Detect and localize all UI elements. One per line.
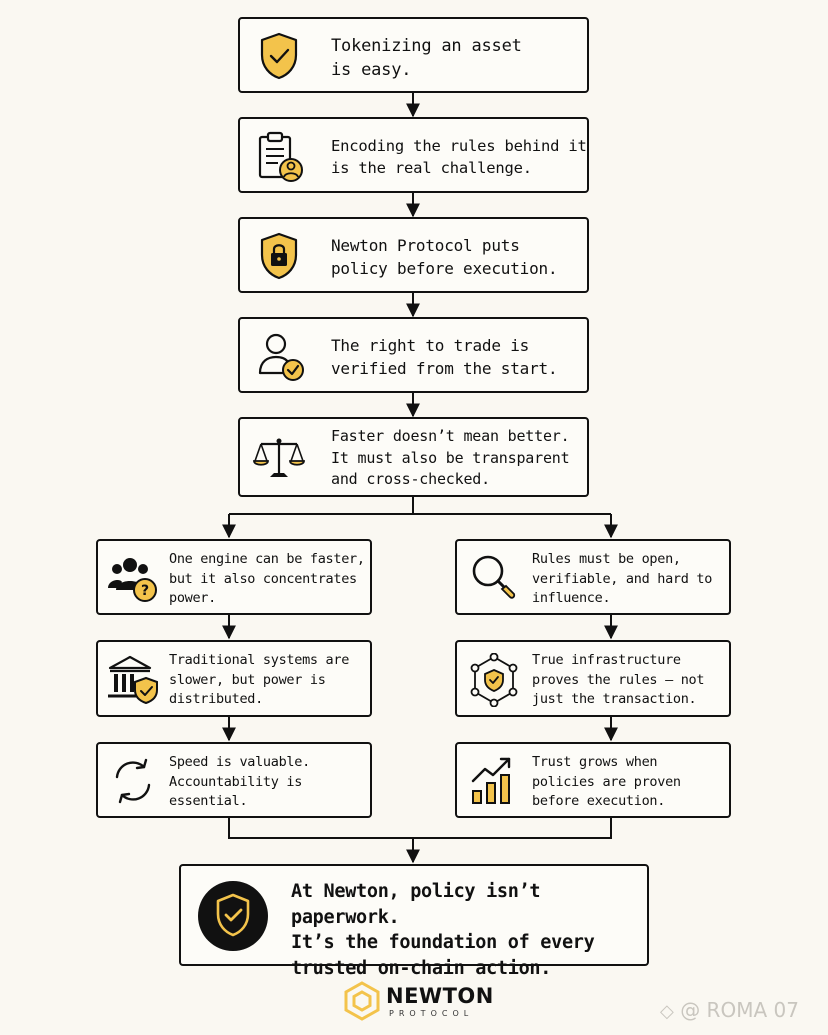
left-box-2: Traditional systems are slower, but powe… (96, 640, 372, 717)
user-check-icon (258, 333, 304, 381)
scales-icon (253, 438, 305, 477)
network-shield-icon (470, 653, 518, 707)
step-text-2: Encoding the rules behind it is the real… (331, 137, 587, 177)
step-text-4: The right to trade is verified from the … (331, 336, 558, 378)
shield-lock-icon (260, 232, 298, 280)
right-text-1: Rules must be open, verifiable, and hard… (532, 551, 713, 606)
newton-logo-icon (344, 981, 380, 1021)
cycle-arrows-icon (115, 758, 151, 804)
right-text-3: Trust grows when policies are proven bef… (532, 754, 681, 809)
left-box-3: Speed is valuable. Accountability is ess… (96, 742, 372, 818)
left-text-3: Speed is valuable. Accountability is ess… (169, 754, 310, 809)
step-text-5: Faster doesn’t mean better. It must also… (331, 427, 570, 488)
conclusion-text: At Newton, policy isn’t paperwork. It’s … (291, 881, 595, 979)
step-box-4: The right to trade is verified from the … (238, 317, 589, 393)
step-box-2: Encoding the rules behind it is the real… (238, 117, 589, 193)
group-question-icon: ? (108, 558, 157, 602)
watermark-icon: ◇ (660, 1001, 674, 1022)
growth-chart-icon (471, 757, 511, 804)
clipboard-user-icon (258, 131, 303, 182)
left-box-1: ? One engine can be faster, but it also … (96, 539, 372, 615)
svg-text:?: ? (141, 583, 149, 599)
right-box-3: Trust grows when policies are proven bef… (455, 742, 731, 818)
step-box-3: Newton Protocol puts policy before execu… (238, 217, 589, 293)
right-box-1: Rules must be open, verifiable, and hard… (455, 539, 731, 615)
step-text-3: Newton Protocol puts policy before execu… (331, 236, 558, 278)
shield-check-badge-icon (198, 881, 268, 951)
conclusion-box: At Newton, policy isn’t paperwork. It’s … (179, 864, 649, 979)
left-text-1: One engine can be faster, but it also co… (169, 551, 365, 606)
magnifier-icon (472, 555, 516, 599)
right-text-2: True infrastructure proves the rules — n… (532, 652, 705, 707)
step-box-1: Tokenizing an asset is easy. (238, 17, 589, 93)
shield-check-icon (260, 32, 298, 80)
newton-logo: NEWTON PROTOCOL (343, 981, 493, 1021)
watermark-text: @ ROMA 07 (680, 998, 799, 1022)
newton-logo-name: NEWTON (386, 984, 494, 1008)
newton-logo-sub: PROTOCOL (389, 1009, 474, 1018)
bank-shield-icon (108, 655, 158, 705)
right-box-2: True infrastructure proves the rules — n… (455, 640, 731, 717)
split-connector (229, 497, 611, 515)
left-text-2: Traditional systems are slower, but powe… (169, 652, 350, 707)
watermark: ◇ @ ROMA 07 (660, 998, 799, 1022)
merge-connector (228, 818, 612, 839)
step-box-5: Faster doesn’t mean better. It must also… (238, 417, 589, 497)
step-text-1: Tokenizing an asset is easy. (331, 36, 522, 80)
